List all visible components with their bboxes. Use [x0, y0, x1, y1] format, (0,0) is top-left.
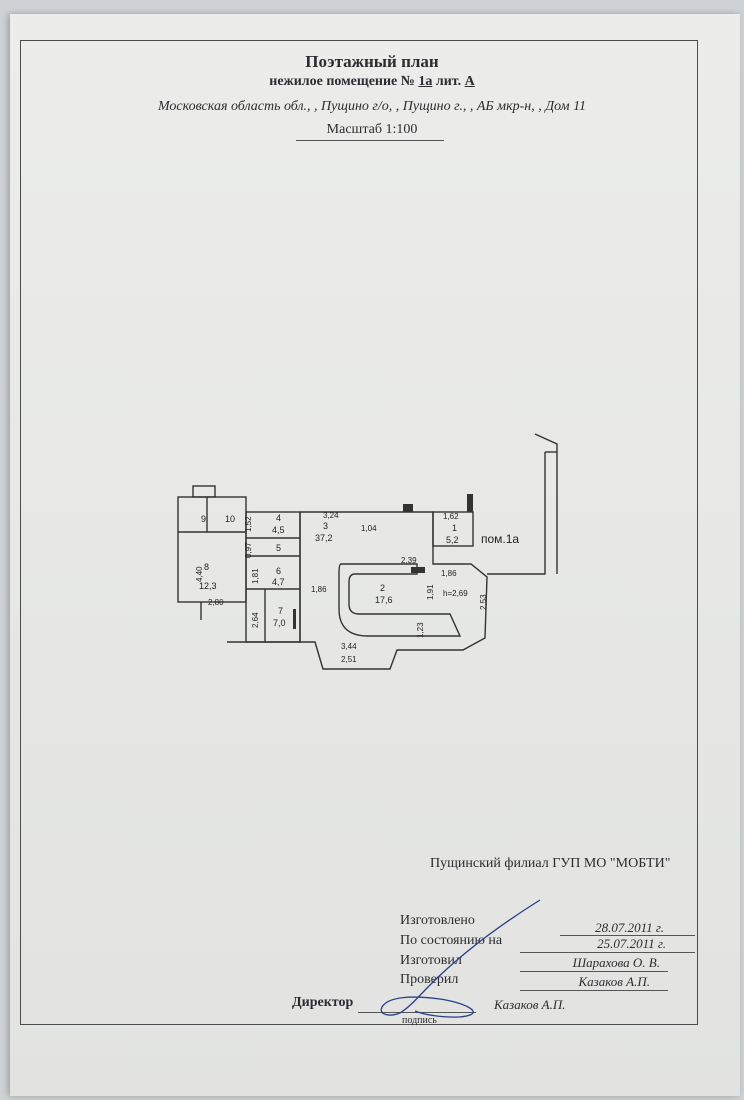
underline: [520, 952, 695, 953]
room-label: 6: [276, 566, 281, 576]
dimension: 2,51: [341, 655, 357, 664]
room-area: 4,5: [272, 525, 285, 535]
room-1-outline: [432, 511, 474, 547]
column: [467, 494, 473, 512]
signature: [380, 899, 541, 1018]
room-label: 4: [276, 513, 281, 523]
lit-label: лит.: [435, 74, 462, 89]
checker-label: Проверил: [400, 972, 459, 987]
room-area: 5,2: [446, 535, 459, 545]
underline: [520, 990, 668, 991]
dimension: 1,52: [244, 516, 253, 532]
dimension: 1,91: [426, 584, 435, 600]
room-3-outline: [299, 511, 488, 670]
room-area: 37,2: [315, 533, 333, 543]
room-area: 7,0: [273, 618, 286, 628]
dimension: 1,86: [441, 569, 457, 578]
document-subtitle: нежилое помещение № 1а лит. А: [0, 74, 744, 90]
scale-label: Масштаб 1:100: [326, 122, 418, 137]
scale-underline: [296, 140, 444, 141]
made-label: Изготовлено: [400, 913, 475, 928]
dimension: 1,04: [361, 524, 377, 533]
made-date: 28.07.2011 г.: [595, 920, 664, 935]
column: [411, 567, 425, 573]
column: [293, 609, 296, 629]
room-label: 10: [225, 514, 235, 524]
room-label: 9: [201, 514, 206, 524]
ceiling-height: h=2,69: [443, 589, 468, 598]
document-sheet: [10, 14, 740, 1096]
dimension: 2,80: [208, 598, 224, 607]
address: Московская область обл., , Пущино г/о, ,…: [157, 99, 587, 114]
page-frame: [20, 40, 698, 1025]
column: [403, 504, 413, 512]
dimension: 2,64: [251, 612, 260, 628]
dimension: 2,53: [479, 594, 488, 610]
dimension: 1,62: [443, 512, 459, 521]
checker-name: Казаков А.П.: [578, 974, 650, 989]
room-label: 7: [278, 606, 283, 616]
room-label: 2: [380, 583, 385, 593]
room-label: 5: [276, 543, 281, 553]
dimension: 2,39: [401, 556, 417, 565]
subtitle-prefix: нежилое помещение №: [269, 74, 415, 89]
room-label: 3: [323, 521, 328, 531]
lit-value: А: [464, 74, 475, 89]
room-area: 17,6: [375, 595, 393, 605]
underline: [560, 935, 695, 936]
room-number: 1а: [418, 74, 433, 89]
room-area: 4,7: [272, 577, 285, 587]
director-label: Директор: [292, 995, 354, 1010]
unit-label: пом.1а: [481, 532, 519, 546]
room-label: 1: [452, 523, 457, 533]
signature-line: [358, 1012, 476, 1013]
organization-name: Пущинский филиал ГУП МО "МОБТИ": [430, 856, 671, 871]
room-2-counter: [338, 563, 462, 637]
dimension: 1,23: [416, 622, 425, 638]
annex-wall: [487, 452, 546, 575]
signature-caption: подпись: [402, 1015, 437, 1026]
dimension: 3,24: [323, 511, 339, 520]
dimension: 0,97: [244, 542, 253, 558]
director-name: Казаков А.П.: [494, 997, 566, 1012]
dimension: 4,40: [195, 566, 204, 582]
document-title: Поэтажный план: [305, 52, 439, 71]
annex-wall: [534, 433, 558, 574]
dimension: 1,81: [251, 568, 260, 584]
room-label: 8: [204, 562, 209, 572]
dimension: 1,86: [311, 585, 327, 594]
room-area: 12,3: [199, 581, 217, 591]
maker-name: Шарахова О. В.: [572, 955, 660, 970]
floor-plan: 9 10 4 4,5 3 37,2 1 5,2 5 6 4,7 8 12,3 7…: [177, 433, 558, 670]
maker-label: Изготовил: [400, 953, 462, 968]
dimension: 3,44: [341, 642, 357, 651]
state-date: 25.07.2011 г.: [597, 936, 666, 951]
vent-box: [192, 485, 216, 498]
underline: [520, 971, 668, 972]
